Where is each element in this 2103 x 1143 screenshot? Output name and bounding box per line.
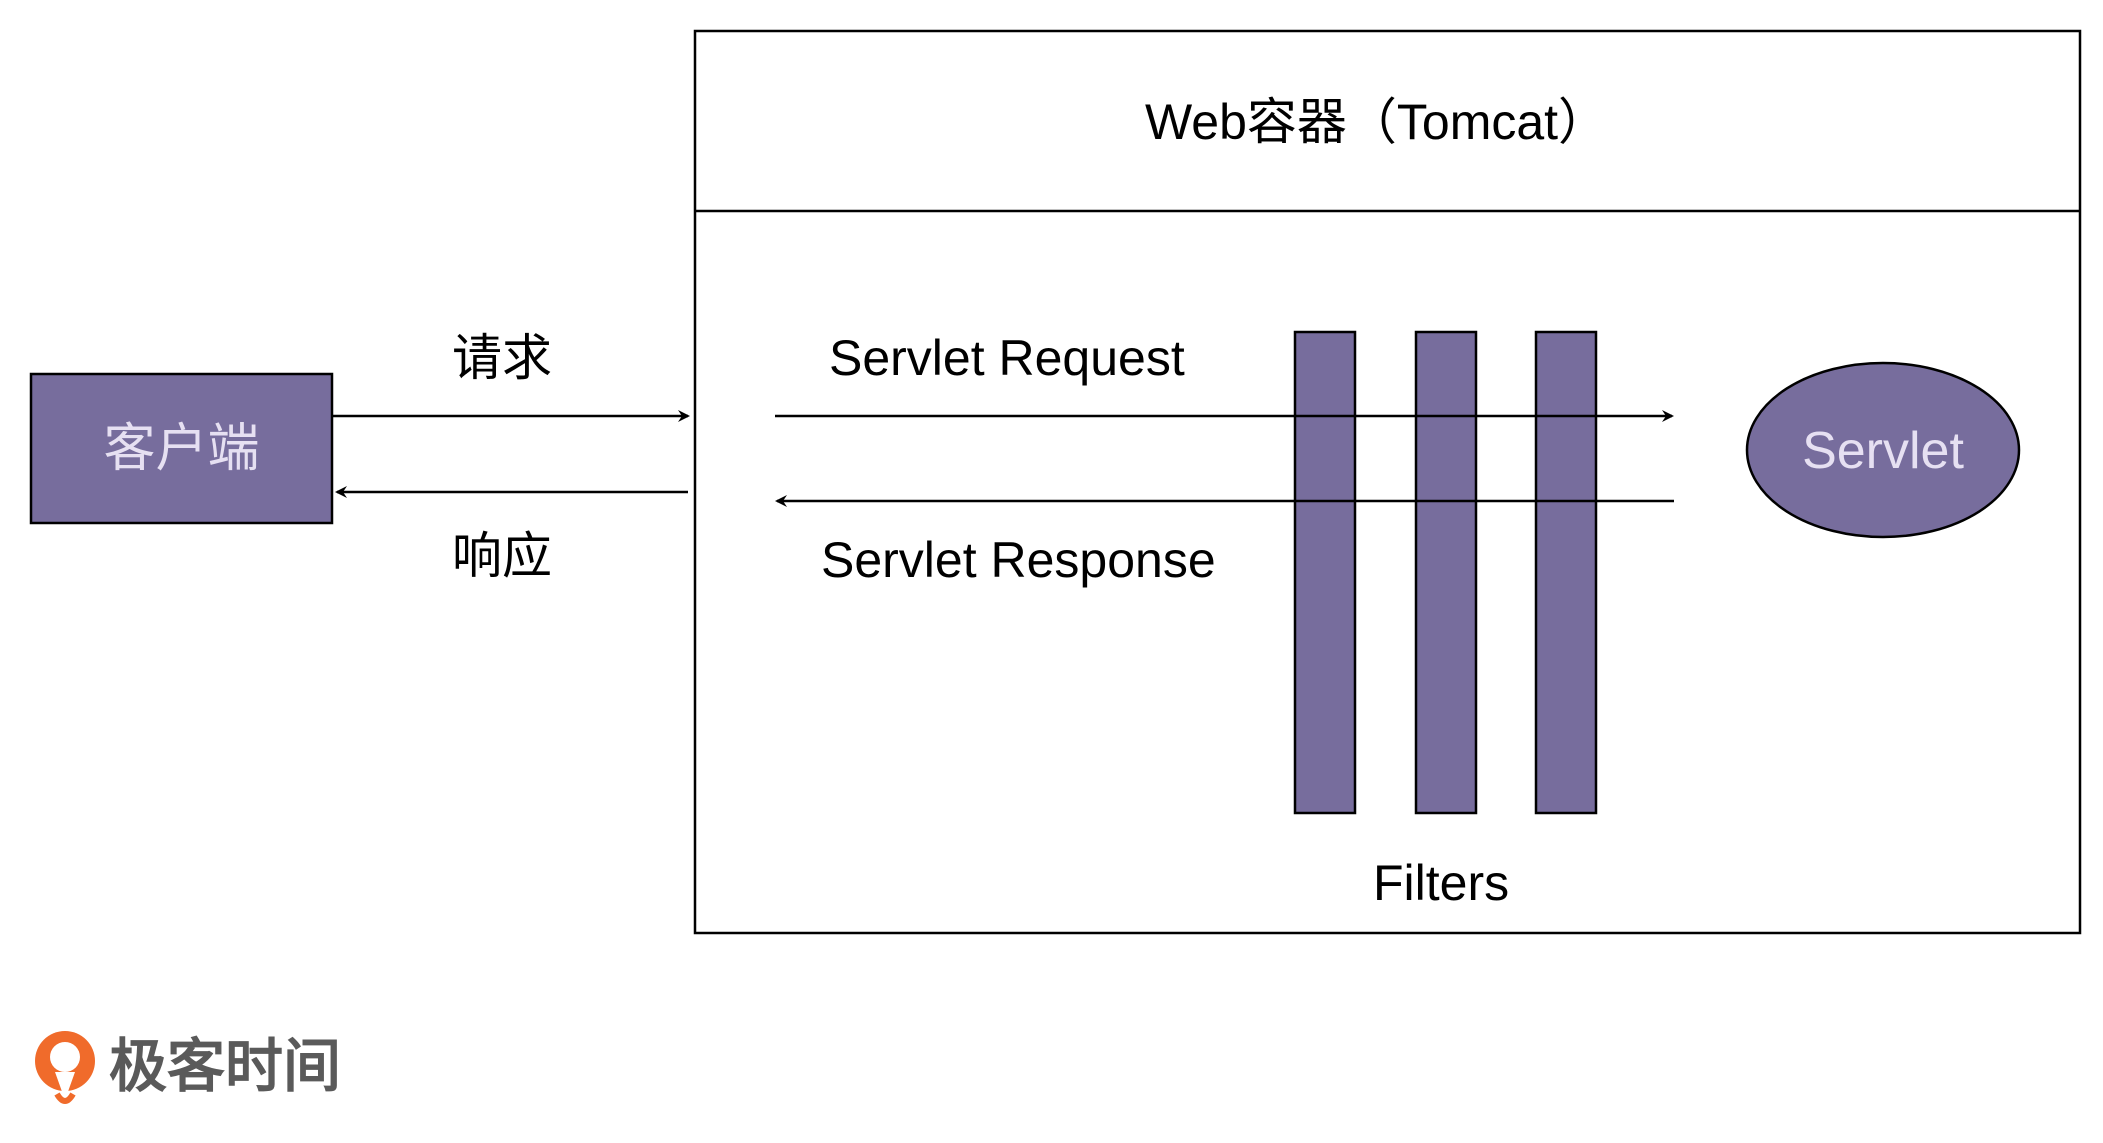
request-label: 请求 xyxy=(452,330,552,386)
filters-label: Filters xyxy=(1373,855,1510,911)
logo-text: 极客时间 xyxy=(109,1034,342,1099)
logo-icon xyxy=(35,1031,95,1104)
web-container-box xyxy=(693,29,2082,935)
servlet-ellipse xyxy=(1745,361,2021,539)
client-box xyxy=(29,372,334,525)
filter-bar-2 xyxy=(1414,330,1478,815)
web-container-title: Web容器（Tomcat） xyxy=(1145,94,1609,150)
filter-bar-1 xyxy=(1293,330,1357,815)
servlet-label: Servlet xyxy=(1802,422,1964,480)
filter-bar-3 xyxy=(1534,330,1598,815)
client-label: 客户端 xyxy=(103,420,260,478)
response-label: 响应 xyxy=(452,528,552,584)
servlet-response-label: Servlet Response xyxy=(821,532,1216,588)
servlet-request-label: Servlet Request xyxy=(829,330,1185,386)
